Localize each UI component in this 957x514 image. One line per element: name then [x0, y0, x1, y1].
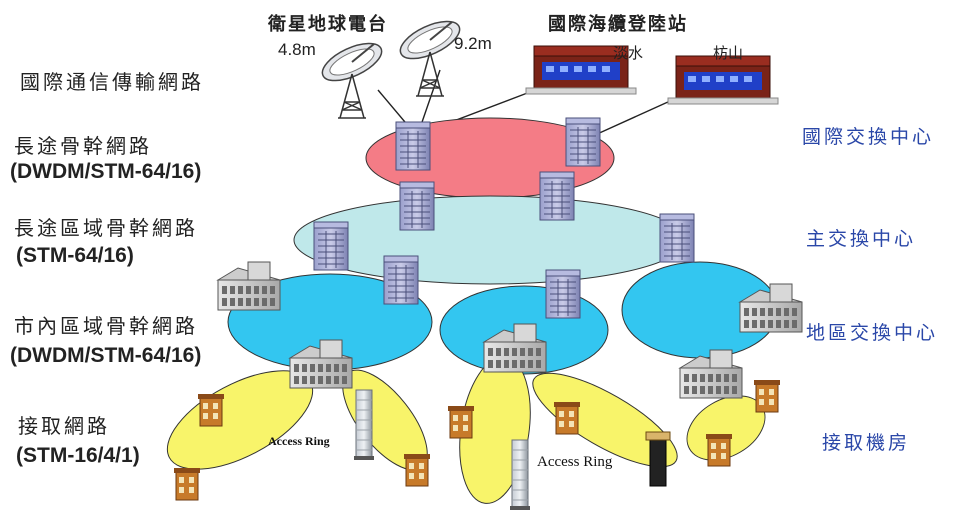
layer-label-metro: 市內區域骨幹網路	[14, 314, 198, 338]
regional-building-icon	[217, 261, 281, 311]
layer-label-regional-longhaul: 長途區域骨幹網路	[14, 216, 198, 240]
layer-label-international: 國際通信傳輸網路	[20, 70, 204, 94]
switch-server-icon	[565, 117, 601, 167]
layer-spec-access: (STM-16/4/1)	[16, 444, 140, 467]
access-tower-icon	[645, 431, 671, 487]
layer-spec-longhaul: (DWDM/STM-64/16)	[10, 160, 202, 183]
satellite-station-label: 衛星地球電台	[268, 14, 388, 35]
layer-spec-metro: (DWDM/STM-64/16)	[10, 344, 202, 367]
dish-size-label: 4.8m	[278, 40, 316, 59]
switch-server-icon	[399, 181, 435, 231]
access-ring-label: Access Ring	[268, 434, 330, 448]
switch-server-icon	[539, 171, 575, 221]
access-room-icon	[753, 379, 781, 413]
switch-server-icon	[545, 269, 581, 319]
center-label-international: 國際交換中心	[802, 126, 935, 148]
switch-server-icon	[383, 255, 419, 305]
switch-server-icon	[659, 213, 695, 263]
access-room-icon	[705, 433, 733, 467]
satellite-dish-icon	[394, 12, 466, 98]
satellite-dish-icon	[316, 34, 388, 120]
access-ring-label: Access Ring	[537, 454, 613, 470]
layer-spec-regional-longhaul: (STM-64/16)	[16, 244, 134, 267]
access-room-icon	[553, 401, 581, 435]
access-loop-4	[532, 372, 678, 468]
center-label-main: 主交換中心	[806, 228, 917, 250]
cable-landing-label: 國際海纜登陸站	[548, 14, 688, 35]
main-exchange-ring	[293, 195, 687, 285]
dish-size-label: 9.2m	[454, 34, 492, 53]
center-label-regional: 地區交換中心	[806, 322, 939, 344]
center-label-access-room: 接取機房	[822, 432, 911, 454]
access-room-icon	[173, 467, 201, 501]
access-room-icon	[447, 405, 475, 439]
landing-station-icon	[667, 55, 779, 105]
switch-server-icon	[395, 121, 431, 171]
access-room-icon	[197, 393, 225, 427]
access-tower-icon	[353, 389, 375, 461]
access-tower-icon	[509, 439, 531, 511]
switch-server-icon	[313, 221, 349, 271]
layer-label-longhaul: 長途骨幹網路	[14, 134, 152, 158]
landing-site-label: 淡水	[613, 45, 644, 62]
landing-site-label: 枋山	[713, 45, 744, 62]
layer-label-access: 接取網路	[18, 414, 110, 438]
access-room-icon	[403, 453, 431, 487]
